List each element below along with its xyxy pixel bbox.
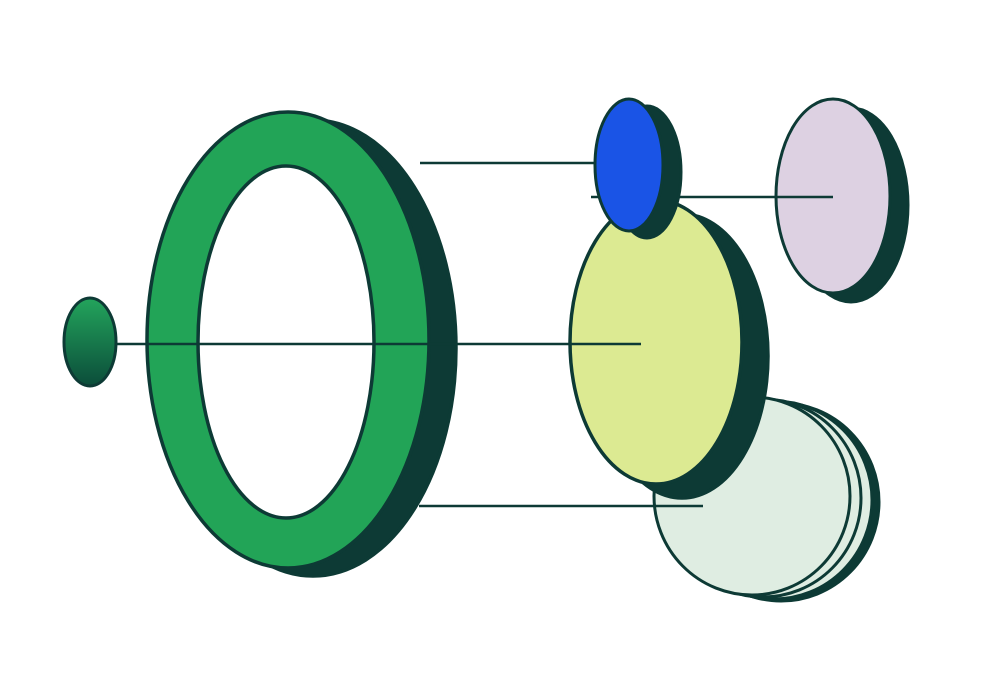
small-green-ellipse bbox=[62, 296, 118, 388]
blue-ellipse bbox=[593, 97, 683, 240]
green-ring-hole bbox=[196, 164, 376, 520]
lime-ellipse-face bbox=[568, 198, 744, 486]
lavender-ellipse bbox=[774, 97, 910, 304]
lime-ellipse bbox=[568, 198, 770, 500]
blue-ellipse-face bbox=[593, 97, 665, 233]
green-ring bbox=[145, 110, 458, 578]
